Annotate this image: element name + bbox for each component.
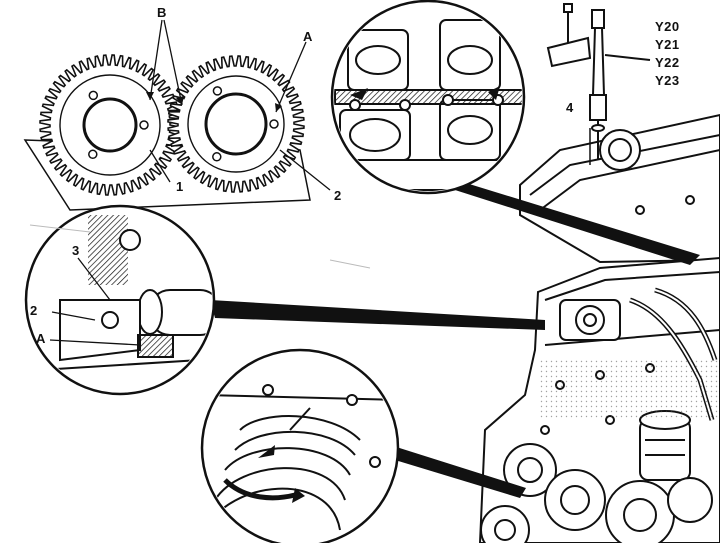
gear-1 xyxy=(39,54,181,196)
zoom-wedge-top xyxy=(440,175,700,265)
label-1: 1 xyxy=(176,179,184,194)
injector-assembly xyxy=(546,3,651,160)
label-3: 3 xyxy=(72,243,80,258)
engine-block xyxy=(478,113,720,543)
zoom-wedge-bottom xyxy=(390,445,526,498)
label-2-top: 2 xyxy=(334,188,342,203)
label-A-top: A xyxy=(303,29,313,44)
gear-2 xyxy=(167,55,305,193)
camshaft-gears xyxy=(23,19,331,211)
label-4: 4 xyxy=(566,100,574,115)
gear-detail-inset xyxy=(24,204,545,396)
label-y20: Y20 xyxy=(655,19,680,34)
crank-pulley-inset xyxy=(200,348,526,543)
sketch-lines xyxy=(29,224,371,269)
label-2-inset: 2 xyxy=(30,303,38,318)
label-y21: Y21 xyxy=(655,37,680,52)
label-B: B xyxy=(157,5,167,20)
engine-texture xyxy=(540,360,720,420)
label-y22: Y22 xyxy=(655,55,680,70)
label-A-inset: A xyxy=(36,331,46,346)
label-y23: Y23 xyxy=(655,73,680,88)
zoom-wedge-middle xyxy=(210,300,545,330)
